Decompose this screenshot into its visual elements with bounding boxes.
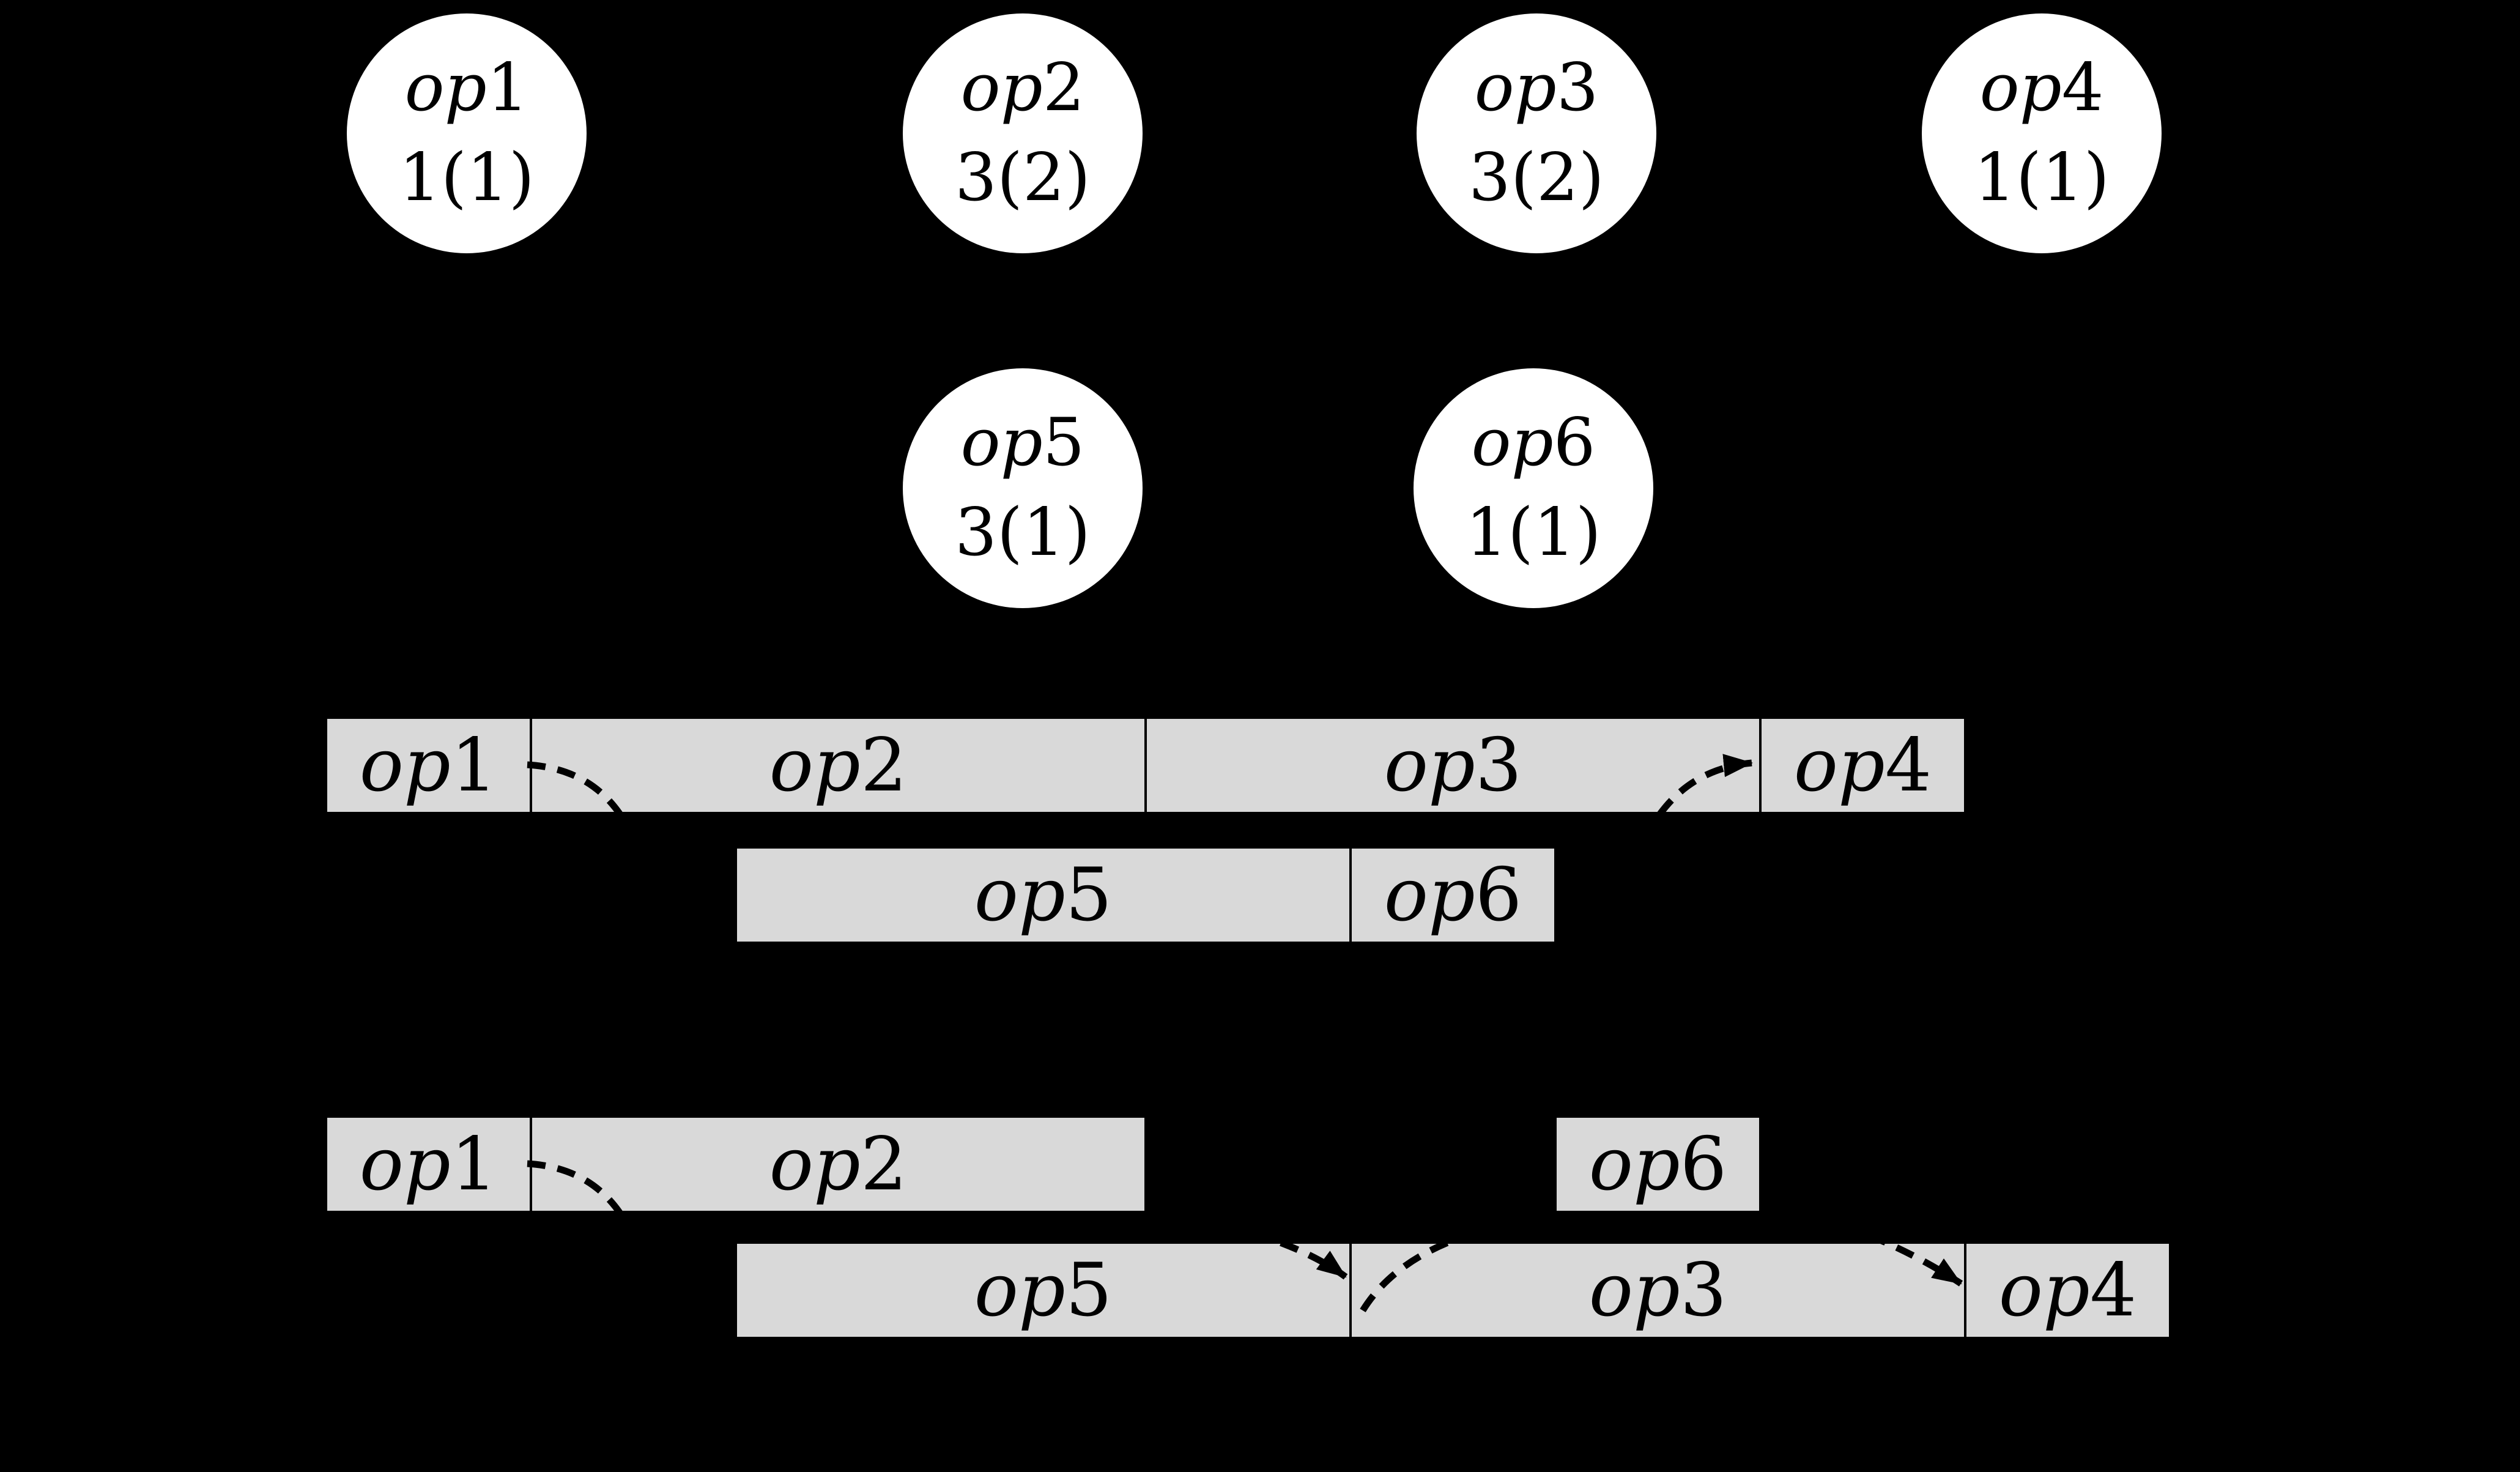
bar-label-op: op <box>359 723 451 808</box>
dependency-arc-op6-to-op4 <box>1641 754 1753 842</box>
dependency-arc-op1-to-op5 <box>527 761 643 857</box>
bar-label-op: op <box>1384 852 1475 938</box>
dependency-arc-op5-to-op6 <box>1360 1211 1538 1312</box>
node-annotation: 3(2) <box>955 139 1091 216</box>
bar-label-index: 5 <box>1065 852 1113 938</box>
node-label-index: 3 <box>1556 50 1599 127</box>
bar-label-index: 2 <box>860 1121 908 1207</box>
bar-label: op6 <box>1384 853 1522 938</box>
bar-label: op5 <box>974 1248 1112 1333</box>
gantt-bar-op5: op5 <box>735 846 1352 944</box>
gantt-bar-op4: op4 <box>1964 1241 2171 1339</box>
node-label: op2 <box>961 43 1085 133</box>
gantt-bar-op4: op4 <box>1759 716 1966 814</box>
gantt-bar-op1: op1 <box>325 716 532 814</box>
bar-label: op3 <box>1384 723 1522 808</box>
bar-label-op: op <box>1793 723 1885 808</box>
bar-label: op1 <box>360 723 497 808</box>
gantt-bar-op2: op2 <box>530 716 1147 814</box>
bar-label-index: 2 <box>860 723 908 808</box>
dependency-arc-op1-to-op5 <box>527 1160 643 1255</box>
bar-label: op2 <box>769 723 907 808</box>
bar-label: op2 <box>769 1122 907 1207</box>
node-label-index: 5 <box>1042 404 1085 481</box>
node-label-op: op <box>1474 50 1557 127</box>
bar-label: op1 <box>360 1122 497 1207</box>
node-annotation: 3(2) <box>1469 139 1604 216</box>
node-label-op: op <box>1471 404 1554 481</box>
bar-label-index: 1 <box>450 1121 498 1207</box>
gantt-bar-op5: op5 <box>735 1241 1352 1339</box>
bar-label-index: 5 <box>1065 1247 1113 1333</box>
bar-label-index: 4 <box>1884 723 1932 808</box>
bar-label: op6 <box>1589 1122 1727 1207</box>
node-label-op: op <box>404 50 487 127</box>
node-label: op3 <box>1475 43 1599 133</box>
bar-label-op: op <box>974 852 1065 938</box>
bar-label-op: op <box>1588 1247 1680 1333</box>
bar-label-index: 6 <box>1475 852 1522 938</box>
gantt-bar-op3: op3 <box>1349 1241 1966 1339</box>
node-annotation: 1(1) <box>1466 494 1601 571</box>
node-label: op6 <box>1472 398 1596 488</box>
bar-label-index: 1 <box>450 723 498 808</box>
node-label-index: 2 <box>1042 50 1085 127</box>
bar-label-op: op <box>974 1247 1065 1333</box>
node-label-index: 1 <box>486 50 529 127</box>
bar-label-op: op <box>1384 723 1475 808</box>
node-annotation: 3(1) <box>955 494 1091 571</box>
dependency-arc-op6-to-op4 <box>1809 1213 1963 1287</box>
gantt-bar-op6: op6 <box>1554 1115 1762 1213</box>
node-label-op: op <box>960 404 1043 481</box>
node-annotation: 1(1) <box>399 139 535 216</box>
bar-label-index: 6 <box>1680 1121 1727 1207</box>
node-annotation: 1(1) <box>1974 139 2110 216</box>
bar-label-op: op <box>359 1121 451 1207</box>
node-label-index: 4 <box>2061 50 2104 127</box>
bar-label: op4 <box>1999 1248 2136 1333</box>
node-label-op: op <box>1979 50 2062 127</box>
gantt-bar-op3: op3 <box>1144 716 1762 814</box>
node-label-op: op <box>960 50 1043 127</box>
bar-label-index: 3 <box>1475 723 1522 808</box>
bar-label-index: 4 <box>2089 1247 2137 1333</box>
bar-label-op: op <box>1588 1121 1680 1207</box>
bar-label-index: 3 <box>1680 1247 1727 1333</box>
node-label: op5 <box>961 398 1085 488</box>
node-label-index: 6 <box>1553 404 1596 481</box>
gantt-bar-op6: op6 <box>1349 846 1557 944</box>
bar-label: op4 <box>1794 723 1932 808</box>
node-label: op4 <box>1980 43 2104 133</box>
bar-label-op: op <box>1998 1247 2090 1333</box>
bar-label: op3 <box>1589 1248 1727 1333</box>
dependency-arc-op2-to-op3 <box>1191 1214 1348 1280</box>
node-label: op1 <box>405 43 529 133</box>
gantt-bar-op1: op1 <box>325 1115 532 1213</box>
bar-label-op: op <box>769 1121 861 1207</box>
bar-label-op: op <box>769 723 861 808</box>
bar-label: op5 <box>974 853 1112 938</box>
